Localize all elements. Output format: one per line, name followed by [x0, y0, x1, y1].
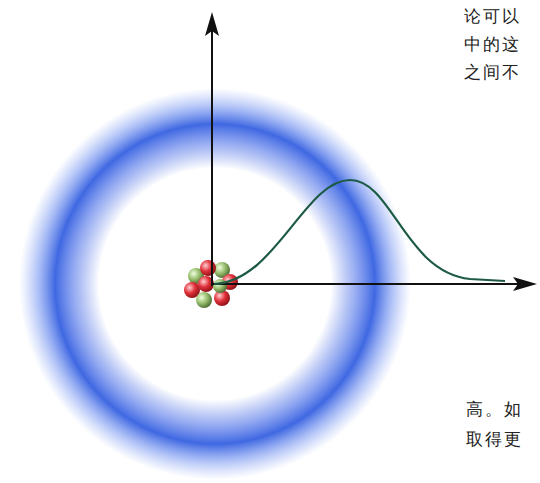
text-fragment: 高。如 — [466, 399, 523, 419]
text-fragment: 之间不 — [464, 62, 521, 82]
axes — [205, 12, 537, 291]
text-fragment: 中的这 — [464, 34, 521, 54]
text-fragment: 论可以 — [464, 6, 521, 26]
probability-curve — [214, 180, 505, 284]
text-fragment: 取得更 — [466, 429, 523, 449]
